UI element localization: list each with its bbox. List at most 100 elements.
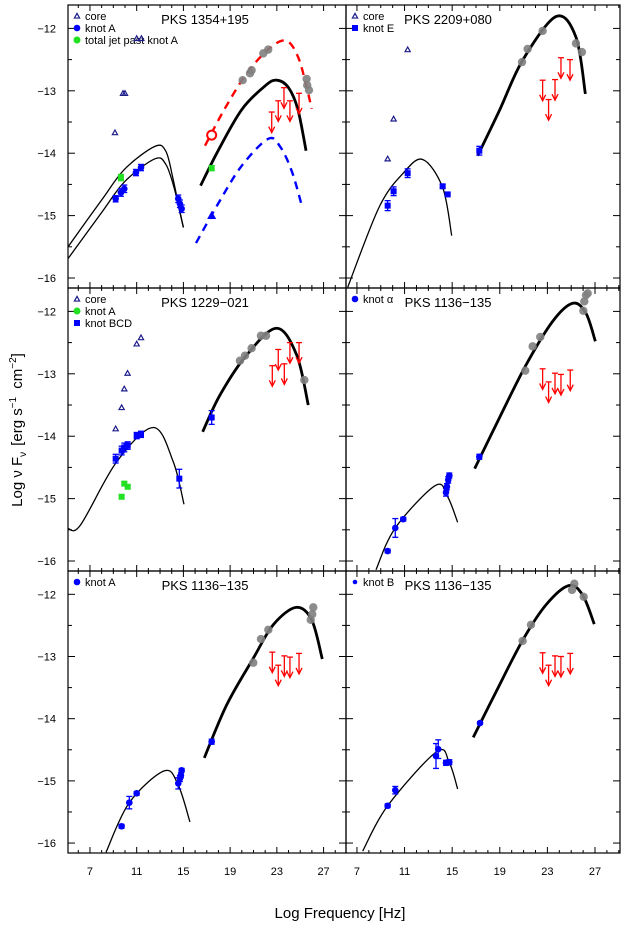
panel-title: PKS 1136−135	[405, 295, 492, 310]
core-point	[112, 424, 120, 432]
upper-limit-arrow	[539, 667, 547, 675]
y-tick-label: −14	[37, 148, 56, 160]
core-point	[121, 89, 129, 96]
model-curve-thin	[105, 769, 191, 853]
legend-label: core	[85, 11, 106, 23]
knot-point	[434, 745, 442, 753]
knot-point	[390, 188, 397, 195]
upper-limit-arrow	[286, 671, 294, 680]
model-curve-thick	[199, 78, 308, 187]
panel-title: PKS 2209+080	[404, 12, 492, 27]
upper-limit-arrow	[274, 115, 282, 123]
y-tick-label: −13	[37, 652, 56, 664]
upper-limit-arrow	[268, 379, 276, 388]
gamma-ray-point	[583, 289, 592, 298]
gamma-ray-point	[261, 331, 271, 340]
gamma-ray-point	[518, 636, 527, 646]
legend-label: core	[363, 11, 384, 23]
upper-limit-arrow	[551, 670, 559, 678]
open-circle-point	[206, 129, 218, 141]
x-tick-label: 15	[177, 866, 189, 878]
y-tick-label: −15	[37, 494, 56, 506]
y-label-exp1: −1	[8, 396, 19, 408]
upper-limit-arrow	[551, 387, 559, 396]
upper-limit-arrow	[557, 388, 565, 397]
plot-area	[375, 289, 597, 571]
y-tick-label: −12	[37, 306, 56, 318]
knot-point	[446, 758, 453, 766]
upper-limit-arrow	[545, 113, 553, 122]
legend-label: total jet past knot A	[85, 35, 179, 47]
upper-limit-arrow	[566, 73, 574, 82]
legend-marker	[73, 578, 81, 586]
gamma-ray-point	[517, 57, 527, 67]
knot-point	[208, 738, 215, 745]
knot-point	[178, 766, 185, 774]
knot-point	[121, 444, 128, 451]
y-tick-label: −15	[37, 776, 56, 788]
x-tick-label: 27	[589, 866, 601, 878]
knot-point	[404, 170, 411, 177]
upper-limit-arrow	[566, 384, 574, 393]
panel-frame	[345, 287, 621, 572]
gamma-ray-point	[256, 634, 266, 644]
knot-point	[208, 414, 215, 421]
core-point	[137, 333, 145, 341]
legend-label: knot E	[363, 23, 394, 35]
model-curve-thick	[203, 605, 324, 759]
y-tick-label: −16	[37, 273, 56, 285]
x-tick-label: 7	[87, 866, 93, 878]
knot-point	[126, 799, 133, 806]
gamma-ray-point	[300, 375, 309, 385]
upper-limit-arrow	[268, 666, 276, 675]
plot-area	[105, 603, 324, 853]
plot-area	[362, 579, 596, 852]
gamma-ray-point	[579, 306, 588, 315]
knot-point	[444, 191, 451, 198]
upper-limit-arrow	[295, 667, 303, 676]
y-axis-label: Log ν Fν[erg s−1 cm−2]	[8, 353, 29, 507]
upper-limit-arrow	[295, 356, 303, 365]
plot-area	[347, 14, 587, 288]
legend-marker	[73, 12, 81, 19]
knot-point	[446, 472, 453, 479]
upper-limit-arrow	[280, 378, 288, 386]
upper-limit-arrow	[545, 679, 553, 688]
upper-limit-arrow	[539, 94, 547, 103]
knot-point	[476, 453, 483, 461]
y-tick-label: −12	[37, 23, 56, 35]
panel-frame	[67, 570, 347, 854]
core-point	[120, 384, 128, 392]
knot-point	[442, 489, 450, 496]
core-point	[123, 369, 132, 376]
model-curve-thin	[68, 157, 185, 260]
knot-point	[137, 164, 145, 171]
y-label-mid: cm	[9, 369, 26, 393]
knot-point	[112, 455, 119, 462]
upper-limit-arrow	[566, 667, 574, 676]
gamma-ray-point	[309, 603, 318, 612]
gamma-ray-point	[302, 74, 311, 84]
gamma-ray-point	[264, 625, 273, 634]
upper-limit-arrow	[274, 679, 282, 688]
knot-point	[439, 183, 446, 190]
core-point	[133, 340, 141, 347]
gamma-ray-point	[523, 44, 532, 54]
legend-marker	[352, 579, 358, 585]
x-tick-label: 11	[399, 866, 410, 878]
y-tick-label: −14	[37, 714, 56, 726]
y-tick-label: −12	[37, 589, 56, 601]
core-point	[389, 115, 398, 122]
knot-point	[384, 202, 391, 209]
x-tick-label: 23	[271, 866, 283, 878]
knot-point	[176, 475, 183, 482]
x-tick-label: 23	[541, 866, 553, 878]
gamma-ray-point	[247, 344, 256, 353]
knot-point	[391, 524, 399, 532]
upper-limit-arrow	[286, 356, 294, 365]
model-curve-thin	[68, 144, 185, 248]
